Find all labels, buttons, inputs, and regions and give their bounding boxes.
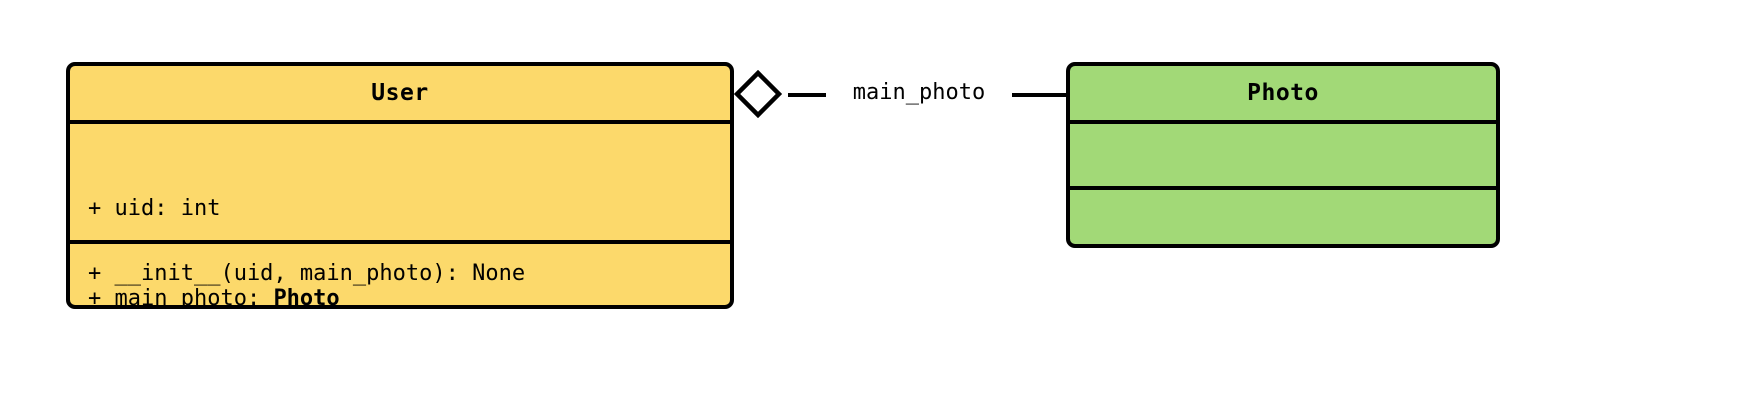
uml-class-user-attributes: + uid: int + main_photo: Photo xyxy=(70,124,730,305)
uml-class-user[interactable]: User + uid: int + main_photo: Photo + __… xyxy=(66,62,734,309)
uml-class-photo-methods xyxy=(1070,186,1496,244)
relationship-line-right xyxy=(1008,93,1068,97)
relationship-line-left xyxy=(788,93,828,97)
uml-class-user-methods: + __init__(uid, main_photo): None xyxy=(70,240,730,305)
uml-attribute-main-photo: + main_photo: Photo xyxy=(88,284,712,309)
uml-attribute-main-photo-type: Photo xyxy=(273,286,340,309)
relationship-label-main-photo: main_photo xyxy=(826,80,1012,106)
uml-attribute-uid: + uid: int xyxy=(88,196,221,221)
aggregation-diamond-icon xyxy=(733,69,783,119)
uml-class-photo[interactable]: Photo xyxy=(1066,62,1500,248)
uml-class-photo-attributes xyxy=(1070,124,1496,186)
uml-attribute-main-photo-prefix: + main_photo: xyxy=(88,286,274,309)
uml-class-photo-title: Photo xyxy=(1070,66,1496,124)
uml-method-init: + __init__(uid, main_photo): None xyxy=(88,260,526,286)
uml-class-user-title: User xyxy=(70,66,730,124)
